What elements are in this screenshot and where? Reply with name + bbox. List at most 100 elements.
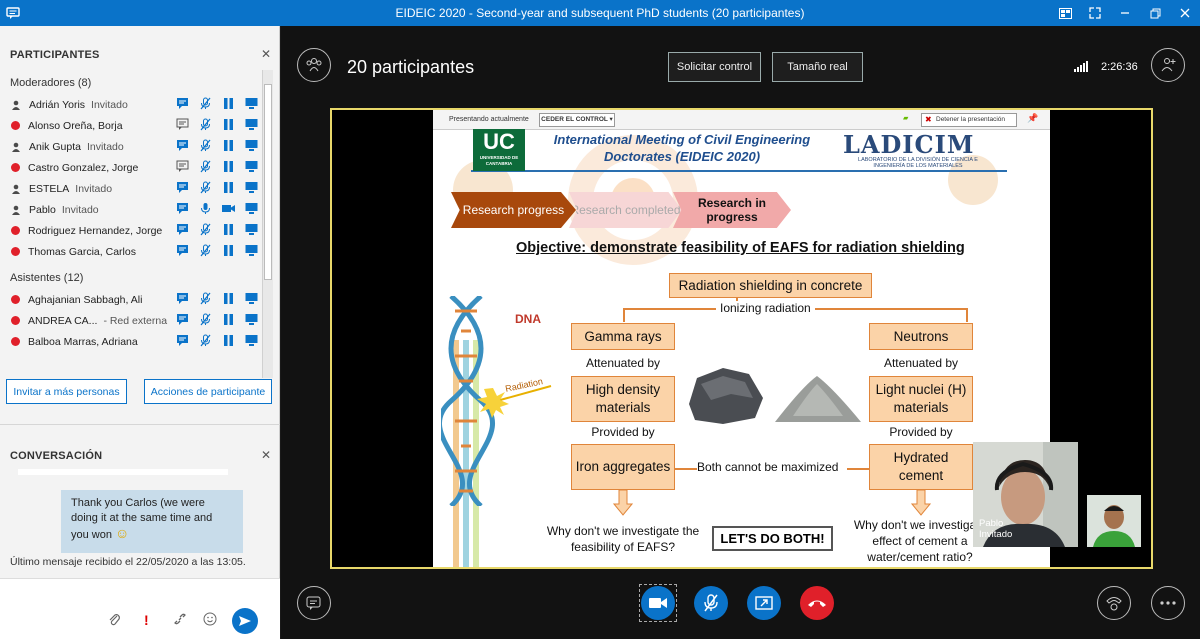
video-tile-pablo[interactable]: Pablo Invitado — [973, 442, 1078, 547]
muted-mic-icon[interactable] — [199, 139, 212, 152]
video-button[interactable] — [641, 586, 675, 620]
give-control-dropdown[interactable]: CEDER EL CONTROL ▾ — [539, 113, 615, 127]
im-icon[interactable] — [176, 292, 189, 305]
screen-icon[interactable] — [245, 292, 258, 305]
screen-icon[interactable] — [245, 313, 258, 326]
screen-icon[interactable] — [245, 244, 258, 257]
mute-microphone-button[interactable] — [694, 586, 728, 620]
add-participant-button[interactable] — [1151, 48, 1185, 82]
chat-toggle-button[interactable] — [297, 586, 331, 620]
screen-icon[interactable] — [245, 223, 258, 236]
screen-icon[interactable] — [245, 118, 258, 131]
im-icon[interactable] — [176, 139, 189, 152]
participant-row[interactable]: Thomas Garcia, Carlos — [0, 241, 258, 262]
close-window-icon[interactable] — [1170, 0, 1200, 26]
screen-icon[interactable] — [245, 160, 258, 173]
video-off-icon[interactable] — [222, 313, 235, 326]
right-provided-label: Provided by — [889, 425, 953, 439]
participant-row[interactable]: Rodriguez Hernandez, Jorge — [0, 220, 258, 241]
video-off-icon[interactable] — [222, 244, 235, 257]
share-screen-button[interactable] — [747, 586, 781, 620]
participant-row[interactable]: Castro Gonzalez, Jorge — [0, 157, 258, 178]
fullscreen-icon[interactable] — [1080, 0, 1110, 26]
message-list-top — [18, 469, 228, 475]
video-icon[interactable] — [222, 202, 235, 215]
im-icon[interactable] — [176, 313, 189, 326]
im-icon[interactable] — [176, 181, 189, 194]
pin-icon[interactable]: 📌 — [1027, 113, 1039, 123]
screen-icon[interactable] — [245, 97, 258, 110]
step-research-completed: Research completed — [569, 192, 682, 228]
muted-mic-icon[interactable] — [199, 334, 212, 347]
participant-row[interactable]: ANDREA CA...- Red externa — [0, 310, 258, 331]
video-off-icon[interactable] — [222, 181, 235, 194]
participants-scrollbar[interactable] — [262, 70, 273, 378]
layout-icon[interactable] — [1050, 0, 1080, 26]
video-off-icon[interactable] — [222, 223, 235, 236]
muted-mic-icon[interactable] — [199, 223, 212, 236]
emoticon-icon[interactable] — [203, 612, 217, 629]
participant-row[interactable]: Alonso Oreña, Borja — [0, 115, 258, 136]
video-off-icon[interactable] — [222, 139, 235, 152]
importance-icon[interactable]: ! — [144, 612, 149, 628]
video-off-icon[interactable] — [222, 118, 235, 131]
presenter-chat-icon[interactable]: ▰ — [903, 115, 909, 122]
video-off-icon[interactable] — [222, 334, 235, 347]
request-control-button[interactable]: Solicitar control — [668, 52, 761, 82]
message-compose-area[interactable]: ! — [0, 578, 280, 639]
cement-powder-image — [775, 376, 861, 422]
im-icon[interactable] — [176, 118, 189, 131]
call-controls-button[interactable] — [1097, 586, 1131, 620]
person-icon — [11, 100, 21, 110]
screen-icon[interactable] — [245, 139, 258, 152]
self-video-tile[interactable] — [1087, 495, 1141, 547]
ladicim-logo: LADICIM — [843, 130, 975, 159]
participant-row[interactable]: Balboa Marras, Adriana — [0, 331, 258, 352]
im-icon[interactable] — [176, 244, 189, 257]
participant-name: Alonso Oreña, Borja — [28, 119, 123, 132]
shared-content-frame[interactable]: Presentando actualmente CEDER EL CONTROL… — [330, 108, 1153, 569]
video-off-icon[interactable] — [222, 97, 235, 110]
close-conversation-icon[interactable]: ✕ — [261, 448, 272, 462]
mic-icon[interactable] — [199, 202, 212, 215]
muted-mic-icon[interactable] — [199, 160, 212, 173]
invite-button[interactable]: Invitar a más personas — [6, 379, 127, 404]
im-icon[interactable] — [176, 97, 189, 110]
link-icon[interactable] — [173, 612, 187, 629]
muted-mic-icon[interactable] — [199, 97, 212, 110]
last-message-status: Último mensaje recibido el 22/05/2020 a … — [10, 556, 246, 568]
participants-toggle-button[interactable] — [297, 48, 331, 82]
muted-mic-icon[interactable] — [199, 292, 212, 305]
im-icon[interactable] — [176, 334, 189, 347]
lets-do-both-box: LET'S DO BOTH! — [712, 526, 833, 551]
screen-icon[interactable] — [245, 334, 258, 347]
minimize-icon[interactable] — [1110, 0, 1140, 26]
muted-mic-icon[interactable] — [199, 118, 212, 131]
attachment-icon[interactable] — [108, 612, 120, 629]
screen-icon[interactable] — [245, 181, 258, 194]
participant-role: - Red externa — [103, 314, 168, 327]
participant-row[interactable]: Aghajanian Sabbagh, Ali — [0, 289, 258, 310]
muted-mic-icon[interactable] — [199, 244, 212, 257]
ladicim-subtitle: LABORATORIO DE LA DIVISIÓN DE CIENCIA E … — [858, 157, 978, 169]
actual-size-button[interactable]: Tamaño real — [772, 52, 863, 82]
restore-icon[interactable] — [1140, 0, 1170, 26]
stop-presenting-button[interactable]: Detener la presentación — [921, 113, 1017, 127]
muted-mic-icon[interactable] — [199, 313, 212, 326]
hang-up-button[interactable] — [800, 586, 834, 620]
video-off-icon[interactable] — [222, 292, 235, 305]
screen-icon[interactable] — [245, 202, 258, 215]
more-options-button[interactable] — [1151, 586, 1185, 620]
participant-actions-button[interactable]: Acciones de participante — [144, 379, 272, 404]
close-participants-icon[interactable]: ✕ — [261, 47, 272, 61]
im-icon[interactable] — [176, 202, 189, 215]
video-off-icon[interactable] — [222, 160, 235, 173]
send-button[interactable] — [232, 608, 258, 634]
im-icon[interactable] — [176, 160, 189, 173]
im-icon[interactable] — [176, 223, 189, 236]
muted-mic-icon[interactable] — [199, 181, 212, 194]
